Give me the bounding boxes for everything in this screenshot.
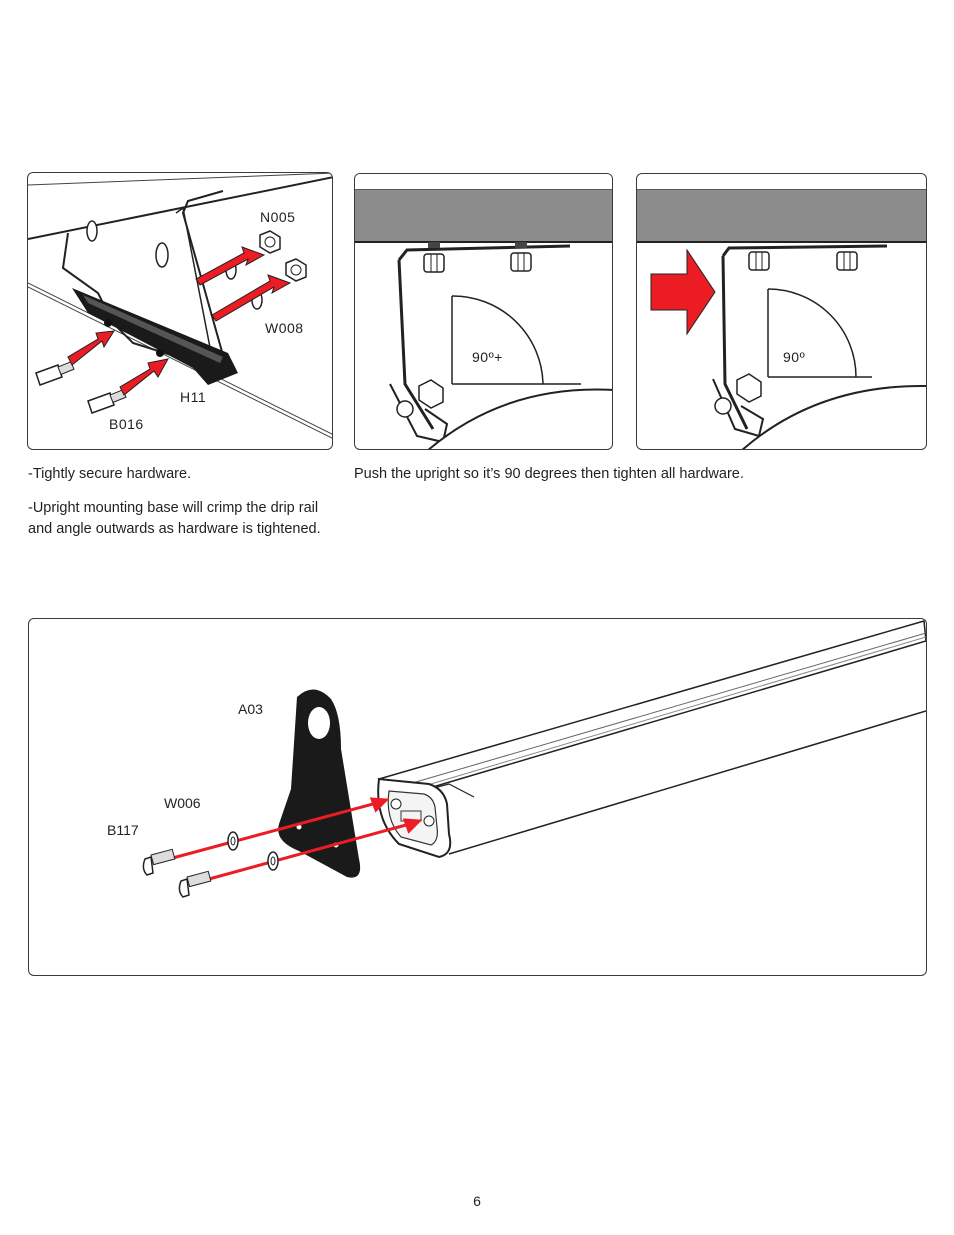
label-h11: H11 bbox=[180, 389, 207, 405]
panel-drip-rail-mount: N005 W008 H11 B016 bbox=[27, 172, 333, 450]
angle-before-illustration bbox=[355, 174, 612, 449]
push-arrow-icon bbox=[650, 248, 716, 336]
angle-after-illustration bbox=[637, 189, 926, 449]
caption-push-upright: Push the upright so it’s 90 degrees then… bbox=[354, 466, 744, 482]
red-arrows-bolts bbox=[67, 330, 169, 396]
panel-crossbar-bracket: A03 W006 B117 bbox=[28, 618, 927, 976]
panel-angle-before: 90º+ bbox=[354, 173, 613, 450]
panel-angle-after: 90º bbox=[636, 173, 927, 450]
caption-crimp-line2: and angle outwards as hardware is tighte… bbox=[28, 521, 321, 537]
caption-tighten: -Tightly secure hardware. bbox=[28, 466, 192, 482]
top-nuts bbox=[748, 251, 858, 271]
caption-crimp-line1: -Upright mounting base will crimp the dr… bbox=[28, 500, 319, 516]
label-w006: W006 bbox=[164, 795, 201, 811]
crossbar bbox=[377, 620, 926, 859]
nut-n005 bbox=[259, 230, 307, 282]
page-number: 6 bbox=[473, 1193, 481, 1209]
drip-rail-illustration bbox=[28, 173, 332, 439]
label-b117: B117 bbox=[107, 822, 139, 838]
bolt-b016 bbox=[35, 361, 127, 414]
label-a03: A03 bbox=[238, 701, 263, 717]
top-nuts bbox=[423, 242, 532, 273]
bolt-b117 bbox=[142, 848, 212, 898]
angle-label-after: 90º bbox=[783, 349, 806, 365]
label-b016: B016 bbox=[109, 416, 144, 432]
label-w008: W008 bbox=[265, 320, 304, 336]
crossbar-illustration bbox=[142, 620, 926, 898]
red-insert-lines bbox=[168, 797, 423, 881]
angle-label-before: 90º+ bbox=[472, 349, 503, 365]
bracket-a03 bbox=[278, 689, 361, 878]
red-arrows-nuts bbox=[195, 246, 292, 322]
label-n005: N005 bbox=[260, 209, 296, 225]
